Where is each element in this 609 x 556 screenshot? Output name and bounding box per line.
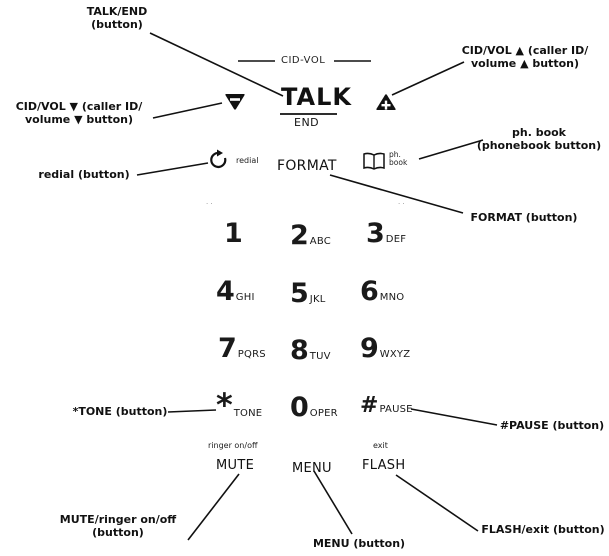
key-0-letters: OPER [309, 408, 338, 419]
leader-format [329, 174, 464, 214]
callout-format: FORMAT (button) [470, 211, 578, 224]
key-star[interactable]: *TONE [216, 389, 263, 421]
key-pound-letters: PAUSE [379, 404, 413, 415]
open-book-icon[interactable] [362, 152, 386, 170]
leader-phonebook [418, 139, 484, 160]
leader-cid-vol-down [152, 102, 223, 119]
key-8-letters: TUV [309, 351, 331, 362]
key-6-digit: 6 [360, 276, 379, 307]
leader-mute [187, 473, 240, 541]
callout-flash: FLASH/exit (button) [481, 523, 605, 536]
key-6-letters: MNO [379, 292, 405, 303]
key-0[interactable]: 0OPER [290, 394, 338, 421]
end-button[interactable]: END [294, 116, 320, 129]
key-6[interactable]: 6MNO [360, 278, 404, 305]
format-button[interactable]: FORMAT [277, 158, 337, 174]
decorative-dots-right: · · [398, 200, 405, 208]
key-2-letters: ABC [309, 236, 331, 247]
callout-redial: redial (button) [38, 168, 130, 181]
redial-label: redial [236, 156, 259, 165]
key-9[interactable]: 9WXYZ [360, 335, 410, 362]
key-7-letters: PQRS [237, 349, 266, 360]
key-8[interactable]: 8TUV [290, 337, 331, 364]
key-pound-digit: # [360, 393, 379, 418]
callout-mute: MUTE/ringer on/off(button) [59, 513, 177, 539]
key-4-letters: GHI [235, 292, 255, 303]
key-2-digit: 2 [290, 220, 309, 251]
leader-talk-end [149, 32, 284, 97]
key-4-digit: 4 [216, 276, 235, 307]
menu-button[interactable]: MENU [292, 461, 332, 476]
leader-cid-vol-up [391, 61, 465, 96]
key-star-digit: * [216, 386, 233, 424]
leader-redial [136, 162, 209, 176]
callout-menu: MENU (button) [312, 537, 406, 550]
key-7[interactable]: 7PQRS [218, 335, 266, 362]
callout-talk-end: TALK/END(button) [86, 5, 148, 31]
ringer-label: ringer on/off [208, 441, 258, 450]
key-pound[interactable]: #PAUSE [360, 392, 413, 419]
key-3-letters: DEF [385, 234, 407, 245]
key-8-digit: 8 [290, 335, 309, 366]
key-4[interactable]: 4GHI [216, 278, 255, 305]
volume-up-icon[interactable] [375, 93, 397, 111]
leader-menu [313, 470, 353, 535]
volume-down-icon[interactable] [224, 93, 246, 111]
leader-flash [395, 474, 479, 532]
flash-button[interactable]: FLASH [362, 458, 406, 473]
key-1-digit: 1 [224, 218, 243, 249]
leader-tone [167, 409, 217, 413]
key-9-letters: WXYZ [379, 349, 411, 360]
key-0-digit: 0 [290, 392, 309, 423]
key-5-digit: 5 [290, 278, 309, 309]
key-star-letters: TONE [233, 408, 263, 419]
leader-pause [410, 408, 498, 426]
callout-tone: *TONE (button) [72, 405, 168, 418]
phonebook-label: ph. book [389, 151, 407, 167]
callout-cid-vol-down: CID/VOL ▼ (caller ID/volume ▼ button) [15, 100, 143, 126]
key-2[interactable]: 2ABC [290, 222, 331, 249]
key-7-digit: 7 [218, 333, 237, 364]
cid-vol-label: CID-VOL [281, 55, 326, 66]
callout-phonebook: ph. book(phonebook button) [476, 126, 602, 152]
mute-button[interactable]: MUTE [216, 458, 255, 473]
key-5-letters: JKL [309, 294, 326, 305]
redial-arrow-icon[interactable] [209, 149, 229, 171]
key-5[interactable]: 5JKL [290, 280, 325, 307]
decorative-dots-left: · · [206, 200, 213, 208]
phonebook-label-line1: ph. [389, 150, 401, 159]
callout-cid-vol-up: CID/VOL ▲ (caller ID/volume ▲ button) [461, 44, 589, 70]
key-9-digit: 9 [360, 333, 379, 364]
key-3-digit: 3 [366, 218, 385, 249]
key-1[interactable]: 1 [224, 220, 243, 247]
key-3[interactable]: 3DEF [366, 220, 406, 247]
exit-label: exit [373, 441, 388, 450]
phonebook-label-line2: book [389, 158, 408, 167]
callout-pause: #PAUSE (button) [499, 419, 605, 432]
talk-button[interactable]: TALK [281, 83, 352, 111]
